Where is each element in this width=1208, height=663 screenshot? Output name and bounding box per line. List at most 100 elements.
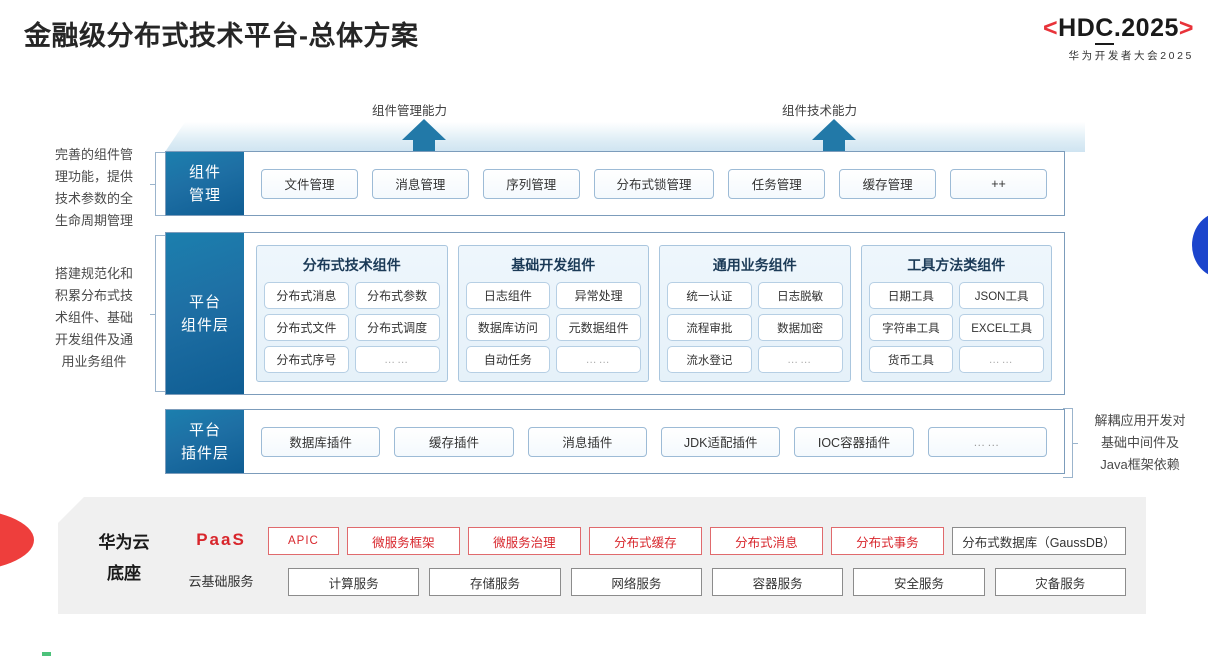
chip-message-plugin[interactable]: 消息插件 — [527, 426, 647, 457]
cell-string-util[interactable]: 字符串工具 — [868, 314, 954, 341]
hdc-logo-hd: HD — [1058, 14, 1096, 42]
layer-tab-line2: 组件层 — [180, 316, 229, 334]
group-grid: 日志组件 异常处理 数据库访问 元数据组件 自动任务 …… — [465, 282, 641, 373]
cell-distributed-sequence[interactable]: 分布式序号 — [264, 346, 349, 373]
layer-tab-platform-plugin: 平台 插件层 — [166, 410, 244, 473]
cell-json-util[interactable]: JSON工具 — [959, 282, 1044, 309]
cloud-chip-storage[interactable]: 存储服务 — [429, 568, 561, 596]
base-title-line1: 华为云 — [98, 533, 150, 552]
chip-message-management[interactable]: 消息管理 — [371, 168, 469, 199]
cell-more[interactable]: …… — [757, 346, 843, 373]
cell-metadata-component[interactable]: 元数据组件 — [556, 314, 641, 341]
hdc-bracket-right-icon: > — [1178, 14, 1194, 42]
group-grid: 日期工具 JSON工具 字符串工具 EXCEL工具 货币工具 …… — [868, 282, 1044, 373]
group-grid: 分布式消息 分布式参数 分布式文件 分布式调度 分布式序号 …… — [264, 282, 440, 373]
cell-process-approval[interactable]: 流程审批 — [667, 314, 752, 341]
chip-cache-plugin[interactable]: 缓存插件 — [394, 426, 514, 457]
cell-transaction-record[interactable]: 流水登记 — [667, 346, 752, 373]
chip-ioc-container-plugin[interactable]: IOC容器插件 — [794, 426, 914, 457]
hdc-logo-c: C — [1095, 14, 1114, 45]
brace-left-top — [150, 152, 165, 216]
chip-sequence-management[interactable]: 序列管理 — [482, 168, 580, 199]
chip-distributed-lock-management[interactable]: 分布式锁管理 — [593, 168, 715, 199]
component-groups: 分布式技术组件 分布式消息 分布式参数 分布式文件 分布式调度 分布式序号 ……… — [252, 245, 1056, 382]
brace-right — [1063, 408, 1078, 478]
chip-file-management[interactable]: 文件管理 — [261, 168, 358, 199]
layer-tab-line1: 组件 — [188, 163, 221, 181]
layer-platform-plugin: 平台 插件层 数据库插件 缓存插件 消息插件 JDK适配插件 IOC容器插件 …… — [165, 409, 1065, 474]
cloud-chip-security[interactable]: 安全服务 — [853, 568, 985, 596]
huawei-cloud-base-panel — [58, 497, 1146, 614]
cell-log-component[interactable]: 日志组件 — [465, 282, 551, 309]
chip-jdk-adapter-plugin[interactable]: JDK适配插件 — [660, 426, 781, 457]
layer-body-platform-component: 分布式技术组件 分布式消息 分布式参数 分布式文件 分布式调度 分布式序号 ……… — [244, 233, 1064, 394]
group-title: 基础开发组件 — [511, 257, 596, 273]
green-dot-decoration — [42, 652, 51, 656]
paas-chip-distributed-message[interactable]: 分布式消息 — [709, 527, 823, 555]
cell-unified-auth[interactable]: 统一认证 — [667, 282, 752, 309]
cloud-chip-network[interactable]: 网络服务 — [570, 568, 702, 596]
cell-auto-task[interactable]: 自动任务 — [465, 346, 551, 373]
cell-date-util[interactable]: 日期工具 — [868, 282, 954, 309]
group-grid: 统一认证 日志脱敏 流程审批 数据加密 流水登记 …… — [667, 282, 843, 373]
layer-tab-line1: 平台 — [188, 293, 221, 311]
hdc-logo: <HDC.2025> 华为开发者大会2025 — [1043, 14, 1194, 63]
paas-chip-microservice-framework[interactable]: 微服务框架 — [346, 527, 460, 555]
caption-platform-components: 搭建规范化和 积累分布式技 术组件、基础 开发组件及通 用业务组件 — [54, 266, 133, 369]
cell-distributed-message[interactable]: 分布式消息 — [264, 282, 349, 309]
hdc-bracket-left-icon: < — [1043, 14, 1059, 42]
hdc-logo-text: <HDC.2025> — [1043, 14, 1194, 45]
paas-label: PaaS — [196, 530, 246, 549]
chip-task-management[interactable]: 任务管理 — [728, 168, 826, 199]
layer-tab-line2: 插件层 — [180, 444, 229, 462]
chip-more[interactable]: …… — [927, 426, 1047, 457]
paas-chip-apic[interactable]: APIC — [268, 527, 339, 555]
layer-tab-line1: 平台 — [188, 421, 221, 439]
cell-excel-util[interactable]: EXCEL工具 — [959, 314, 1044, 341]
brace-left-bottom — [150, 235, 165, 392]
chip-more-plus[interactable]: ++ — [950, 168, 1047, 199]
layer-tab-platform-component: 平台 组件层 — [166, 233, 244, 394]
cell-data-encryption[interactable]: 数据加密 — [757, 314, 843, 341]
cloud-chip-disaster-recovery[interactable]: 灾备服务 — [994, 568, 1126, 596]
cloud-service-label: 云基础服务 — [188, 574, 254, 589]
layer-platform-component: 平台 组件层 分布式技术组件 分布式消息 分布式参数 分布式文件 分布式调度 分… — [165, 232, 1065, 395]
cell-exception-handling[interactable]: 异常处理 — [556, 282, 641, 309]
group-common-business: 通用业务组件 统一认证 日志脱敏 流程审批 数据加密 流水登记 …… — [659, 245, 851, 382]
paas-chip-distributed-database[interactable]: 分布式数据库（GaussDB） — [951, 527, 1126, 555]
paas-chip-distributed-cache[interactable]: 分布式缓存 — [588, 527, 702, 555]
cell-distributed-schedule[interactable]: 分布式调度 — [354, 314, 440, 341]
red-wedge-decoration — [0, 508, 34, 572]
group-utility-methods: 工具方法类组件 日期工具 JSON工具 字符串工具 EXCEL工具 货币工具 …… — [860, 245, 1052, 382]
arrow-label-component-technology: 组件技术能力 — [782, 104, 858, 118]
cloud-chip-container[interactable]: 容器服务 — [711, 568, 844, 596]
paas-services-row: APIC 微服务框架 微服务治理 分布式缓存 分布式消息 分布式事务 分布式数据… — [268, 527, 1126, 555]
group-title: 工具方法类组件 — [907, 257, 1006, 273]
paas-chip-microservice-governance[interactable]: 微服务治理 — [467, 527, 581, 555]
cell-more[interactable]: …… — [354, 346, 440, 373]
blue-lens-decoration — [1192, 212, 1208, 278]
cell-distributed-file[interactable]: 分布式文件 — [264, 314, 349, 341]
paas-chip-distributed-transaction[interactable]: 分布式事务 — [830, 527, 944, 555]
group-title: 分布式技术组件 — [302, 257, 401, 273]
base-title: 华为云 底座 — [78, 527, 170, 589]
layer-body-platform-plugin: 数据库插件 缓存插件 消息插件 JDK适配插件 IOC容器插件 …… — [244, 410, 1064, 473]
cell-database-access[interactable]: 数据库访问 — [465, 314, 551, 341]
layer-tab-component-management: 组件 管理 — [166, 152, 244, 215]
cell-distributed-parameter[interactable]: 分布式参数 — [354, 282, 440, 309]
caption-decoupling: 解耦应用开发对 基础中间件及 Java框架依赖 — [1094, 413, 1186, 472]
layer-body-component-management: 文件管理 消息管理 序列管理 分布式锁管理 任务管理 缓存管理 ++ — [244, 152, 1064, 215]
cell-more[interactable]: …… — [959, 346, 1044, 373]
cell-more[interactable]: …… — [556, 346, 641, 373]
chip-cache-management[interactable]: 缓存管理 — [839, 168, 937, 199]
group-title: 通用业务组件 — [712, 257, 797, 273]
cloud-services-row: 计算服务 存储服务 网络服务 容器服务 安全服务 灾备服务 — [288, 568, 1126, 596]
chip-database-plugin[interactable]: 数据库插件 — [261, 426, 381, 457]
arrow-label-component-management: 组件管理能力 — [372, 104, 448, 118]
cell-log-masking[interactable]: 日志脱敏 — [757, 282, 843, 309]
cell-currency-util[interactable]: 货币工具 — [868, 346, 954, 373]
page-title: 金融级分布式技术平台-总体方案 — [24, 21, 419, 51]
cloud-chip-compute[interactable]: 计算服务 — [288, 568, 420, 596]
hdc-logo-year: .2025 — [1113, 14, 1179, 42]
